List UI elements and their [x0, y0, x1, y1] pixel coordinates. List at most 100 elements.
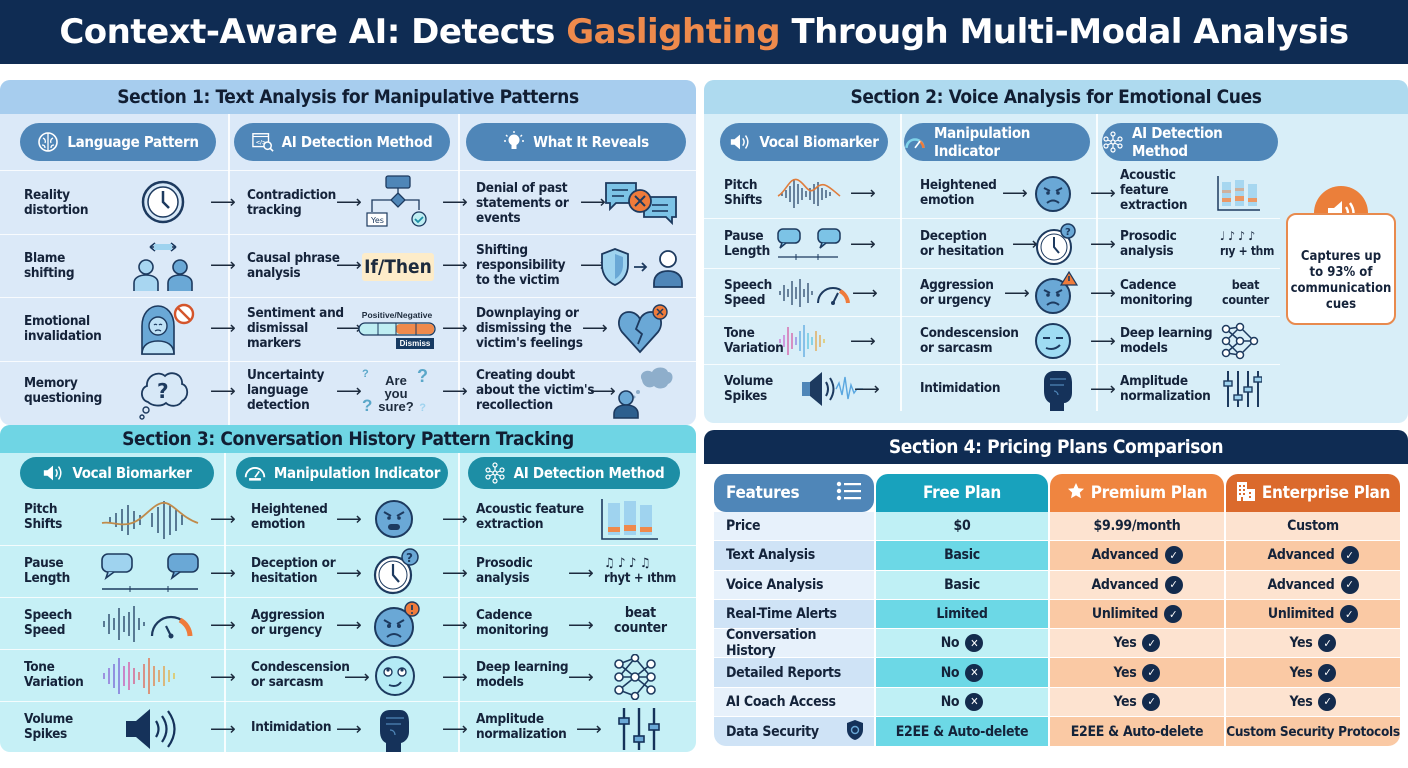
header-language-pattern: Language Pattern: [20, 123, 216, 161]
svg-text:?: ?: [157, 379, 169, 403]
eye-roll-face-icon: [374, 655, 416, 697]
arrow-icon: ⟶: [1002, 183, 1028, 203]
arrow-icon: ⟶: [210, 615, 236, 635]
column-features: Features: [714, 474, 874, 512]
cross-icon: ✕: [965, 663, 984, 682]
tone-wave-icon: [100, 654, 200, 698]
fist-icon: [376, 706, 412, 752]
clock-icon: [140, 179, 186, 225]
arrow-icon: ⟶: [850, 234, 876, 254]
section-conversation-history: Section 3: Conversation History Pattern …: [0, 425, 696, 752]
check-icon: ✓: [1164, 605, 1183, 624]
check-icon: ✓: [1340, 575, 1359, 594]
capture-rate-callout: Captures up to 93% of communication cues: [1286, 213, 1396, 325]
check-icon: ✓: [1142, 663, 1161, 682]
pricing-table: Features Free Plan Premium Plan Enterpri…: [714, 474, 1400, 747]
clock-question-icon: ?: [372, 548, 420, 596]
arrow-icon: ⟶: [442, 318, 468, 338]
arrow-icon: ⟶: [336, 615, 362, 635]
person-thought-icon: [612, 362, 674, 420]
section-title: Section 3: Conversation History Pattern …: [0, 425, 696, 453]
arrow-icon: ⟶: [210, 318, 236, 338]
table-row: Volume Spikes ⟶ Intimidation ⟶ Amplitude…: [704, 364, 1280, 412]
beat-counter-icon: beat counter: [1222, 277, 1269, 307]
arrow-icon: ⟶: [210, 192, 236, 212]
arrow-icon: ⟶: [1004, 283, 1030, 303]
gauge-icon: [904, 131, 926, 153]
header-vocal-biomarker: Vocal Biomarker: [720, 123, 888, 161]
clock-question-icon: ?: [1034, 223, 1078, 267]
title-bar: Context-Aware AI: Detects Gaslighting Th…: [0, 0, 1408, 64]
table-row: Tone Variation ⟶ Condescension or sarcas…: [0, 649, 696, 701]
pause-bubbles-icon: [100, 552, 202, 594]
neural-network-icon: [1220, 321, 1260, 361]
history-rows: Pitch Shifts ⟶ Heightened emotion ⟶ ⟶ Ac…: [0, 493, 696, 752]
beat-counter-icon: beat counter: [614, 605, 667, 636]
arrow-icon: ⟶: [442, 192, 468, 212]
spectrogram-icon: [600, 497, 660, 541]
table-row: Pause Length ⟶ Deception or hesitation ⟶…: [0, 545, 696, 597]
arrow-icon: ⟶: [1012, 234, 1038, 254]
smirk-face-icon: [1034, 322, 1072, 360]
arrow-icon: ⟶: [442, 615, 468, 635]
arrow-icon: ⟶: [568, 667, 594, 687]
if-then-label: If/Then: [362, 253, 434, 281]
neural-network-icon: [612, 654, 658, 700]
arrow-icon: ⟶: [442, 719, 468, 739]
arrow-icon: ⟶: [336, 255, 362, 275]
section-title: Section 1: Text Analysis for Manipulativ…: [0, 80, 696, 114]
arrow-icon: ⟶: [580, 192, 606, 212]
pattern-rows: Reality distortion ⟶ Contradiction track…: [0, 170, 696, 423]
svg-text:Yes: Yes: [370, 216, 384, 225]
header-ai-detection-method: </> AI Detection Method: [234, 123, 450, 161]
header-what-it-reveals: What It Reveals: [466, 123, 686, 161]
table-row: Data Security E2EE & Auto-delete E2EE & …: [714, 717, 1400, 747]
are-you-sure-icon: ? ? ? ? Are you sure?: [362, 366, 428, 415]
table-row: Price $0 $9.99/month Custom: [714, 512, 1400, 542]
neural-network-icon: [1102, 131, 1124, 153]
pitch-wave-icon: [776, 174, 842, 214]
arrow-icon: ⟶: [1090, 283, 1116, 303]
table-row: Speech Speed ⟶ Aggression or urgency ⟶ ⟶…: [704, 268, 1280, 316]
page-title: Context-Aware AI: Detects Gaslighting Th…: [59, 12, 1349, 52]
svg-text:?: ?: [1065, 227, 1071, 238]
arrow-icon: ⟶: [442, 381, 468, 401]
table-row: Real-Time Alerts Limited Unlimited✓ Unli…: [714, 599, 1400, 630]
check-icon: ✓: [1318, 634, 1337, 653]
header-manipulation-indicator: Manipulation Indicator: [904, 123, 1090, 161]
arrow-icon: ⟶: [442, 667, 468, 687]
arrow-icon: ⟶: [336, 563, 362, 583]
arrow-icon: ⟶: [336, 719, 362, 739]
arrow-icon: ⟶: [336, 318, 362, 338]
column-premium-plan[interactable]: Premium Plan: [1050, 474, 1224, 512]
arrow-icon: ⟶: [582, 318, 608, 338]
arrow-icon: ⟶: [442, 509, 468, 529]
cross-icon: ✕: [965, 692, 984, 711]
cross-icon: ✕: [965, 634, 984, 653]
arrow-icon: ⟶: [580, 255, 606, 275]
column-headers: Vocal Biomarker Manipulation Indicator A…: [704, 114, 1408, 170]
tone-wave-icon: [776, 321, 842, 361]
svg-text:</>: </>: [255, 140, 266, 146]
arrow-icon: ⟶: [1090, 183, 1116, 203]
flowchart-icon: Yes: [366, 175, 430, 229]
two-people-swap-icon: [128, 241, 198, 293]
arrow-icon: ⟶: [568, 615, 594, 635]
header-vocal-biomarker: Vocal Biomarker: [20, 457, 214, 489]
arrow-icon: ⟶: [210, 509, 236, 529]
arrow-icon: ⟶: [336, 192, 362, 212]
broken-heart-icon: [616, 304, 672, 354]
table-row: Pitch Shifts ⟶ Heightened emotion ⟶ ⟶ Ac…: [704, 168, 1280, 218]
column-enterprise-plan[interactable]: Enterprise Plan: [1226, 474, 1400, 512]
crying-person-icon: [134, 302, 196, 356]
table-row: Pitch Shifts ⟶ Heightened emotion ⟶ ⟶ Ac…: [0, 493, 696, 545]
spectrogram-icon: [1216, 174, 1262, 212]
angry-face-icon: [374, 499, 414, 539]
column-free-plan[interactable]: Free Plan: [876, 474, 1048, 512]
neural-network-icon: [484, 462, 506, 484]
check-icon: ✓: [1142, 634, 1161, 653]
header-ai-detection-method: AI Detection Method: [1102, 123, 1278, 161]
column-headers: Language Pattern </> AI Detection Method…: [0, 114, 696, 170]
arrow-icon: ⟶: [590, 381, 616, 401]
check-icon: ✓: [1340, 546, 1359, 565]
